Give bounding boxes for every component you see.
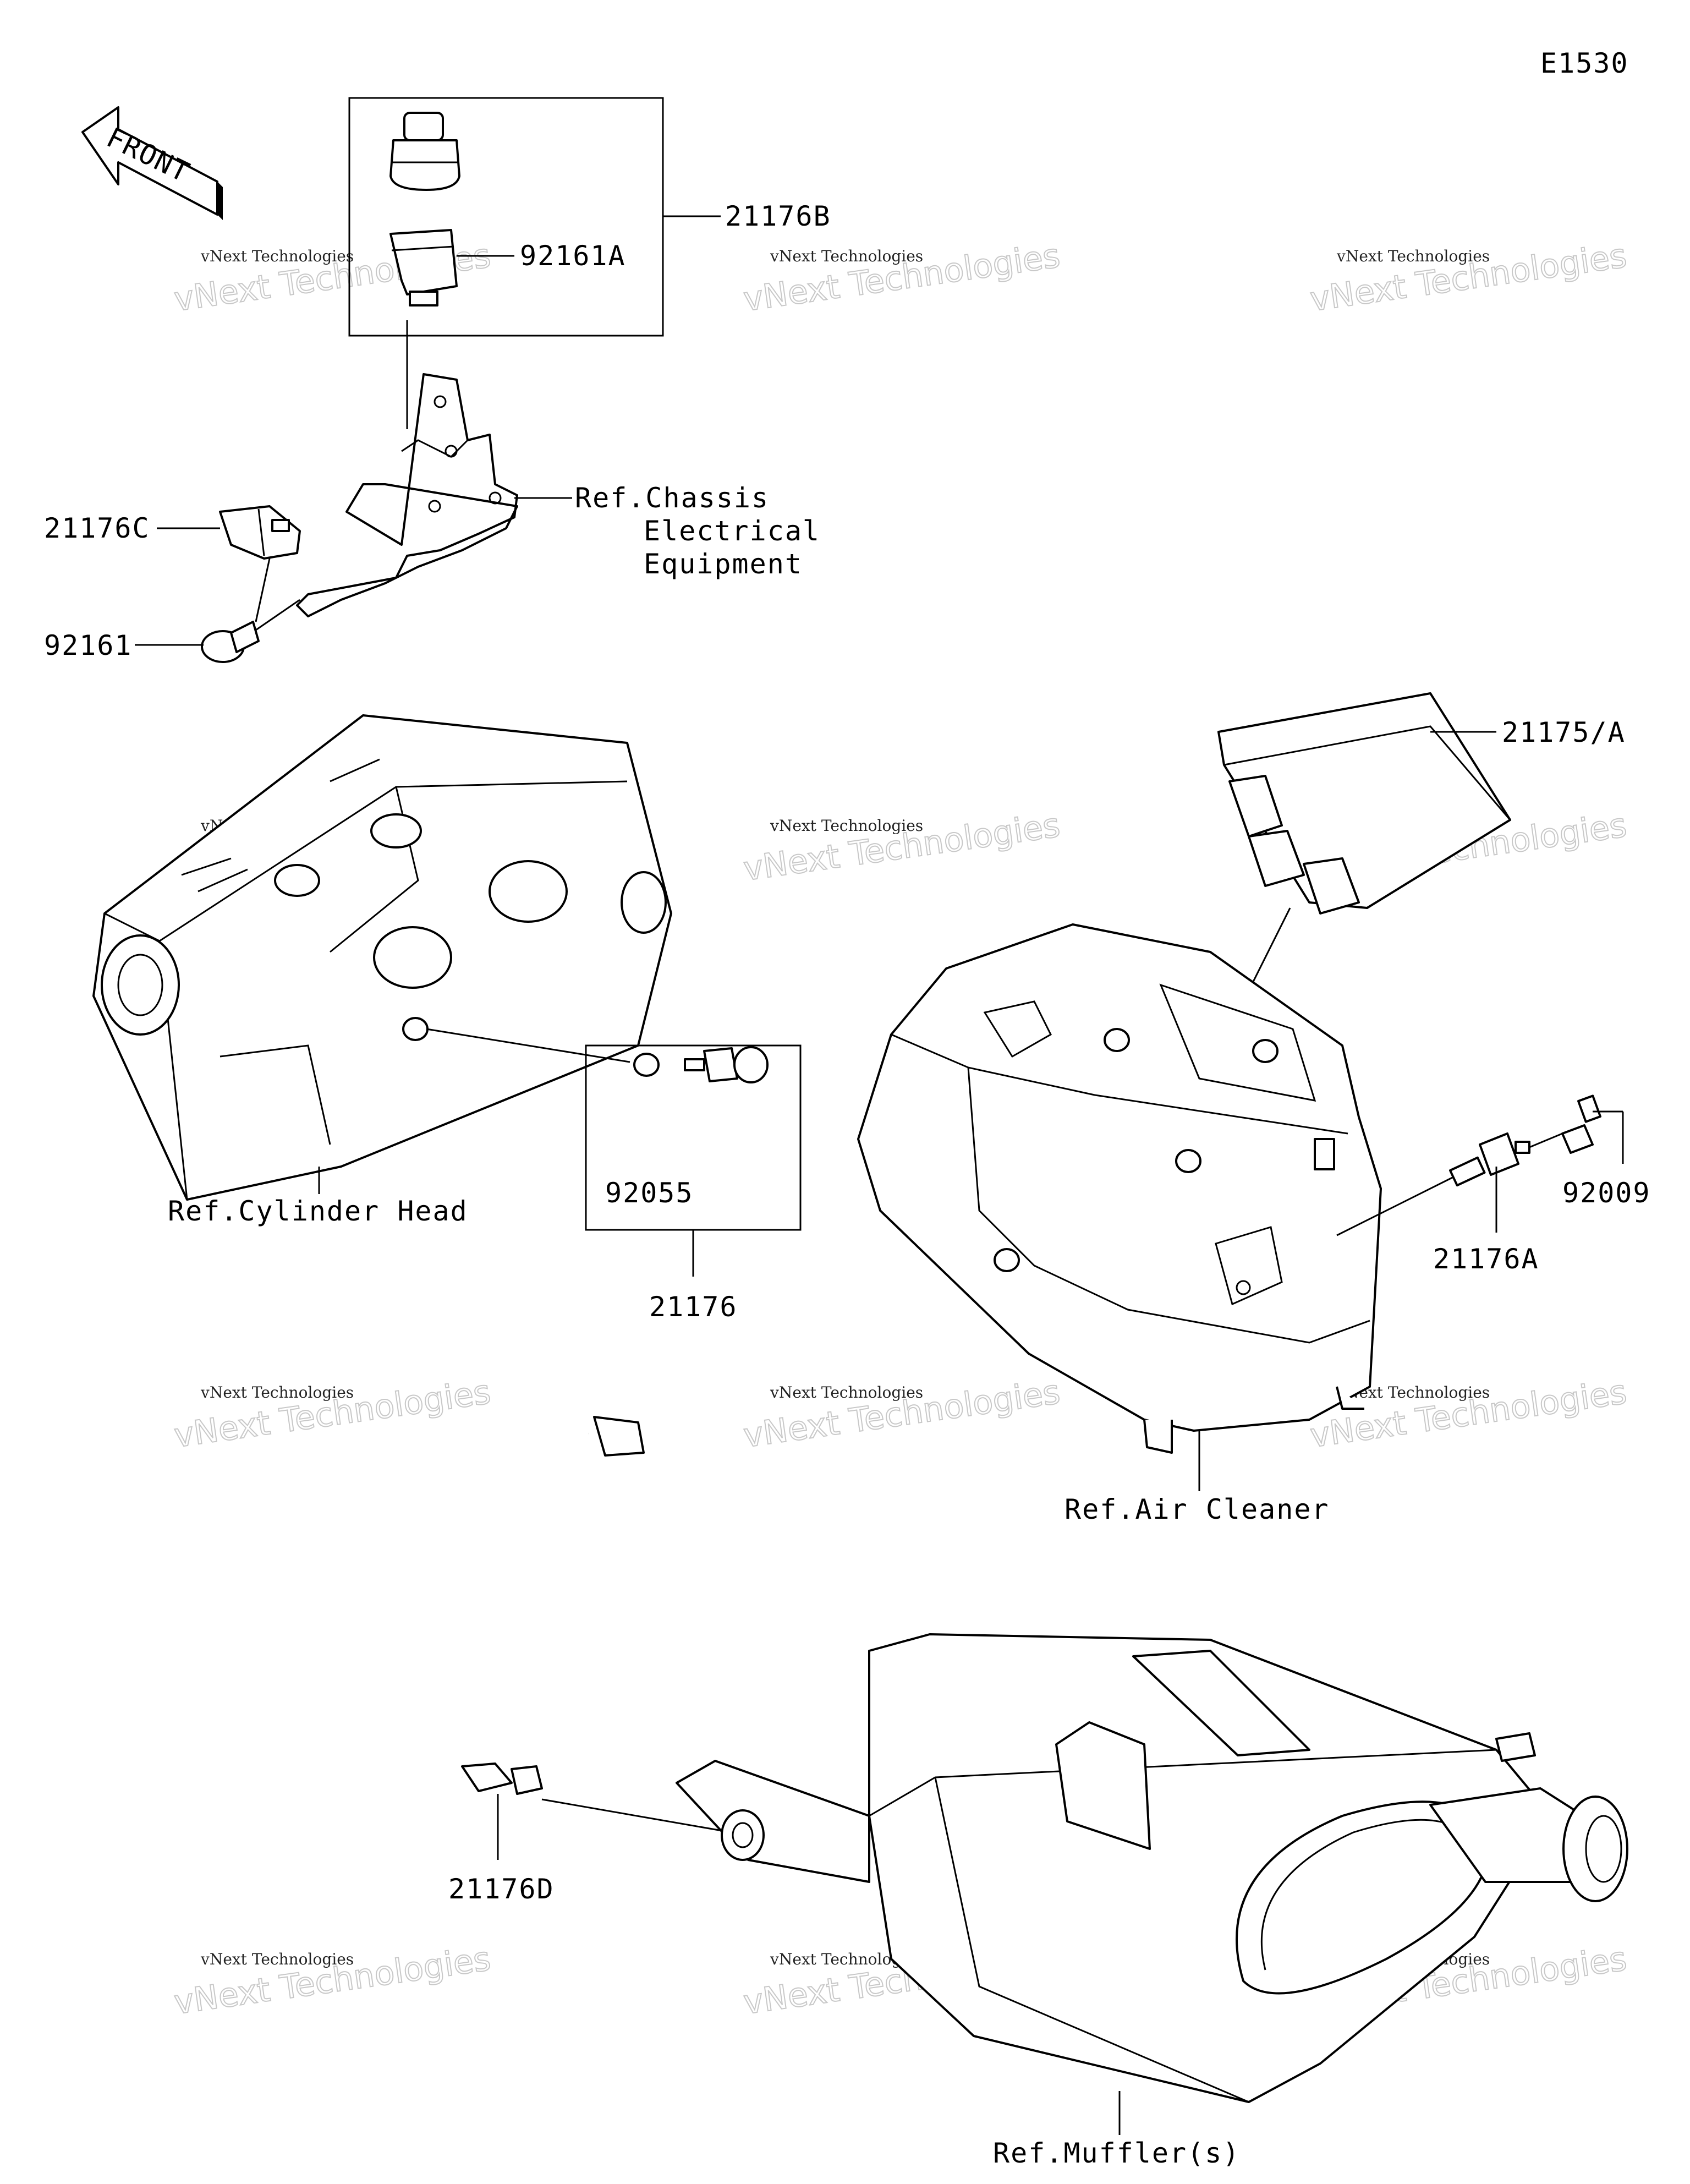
leader-21176A-to-cleaner <box>1336 1176 1453 1236</box>
label-21176A: 21176A <box>1433 1243 1539 1275</box>
washer-92055 <box>633 1053 660 1077</box>
label-21176C: 21176C <box>44 512 150 544</box>
label-ref-muffler: Ref.Muffler(s) <box>993 2137 1240 2169</box>
group-box-21176B <box>348 97 664 337</box>
sensor-21176C <box>219 505 301 560</box>
svg-text:vNext Technologies: vNext Technologies <box>770 247 923 265</box>
svg-text:vNext Technologies: vNext Technologies <box>770 1383 923 1402</box>
bolt-92009 <box>1561 1094 1601 1154</box>
relay-connector-21176B <box>389 112 460 191</box>
label-92055: 92055 <box>605 1177 694 1209</box>
diagram-code: E1530 <box>1540 47 1629 79</box>
label-92161A: 92161A <box>520 240 626 272</box>
temp-sensor-21176 <box>684 1046 769 1083</box>
leader-grommet-bracket <box>255 599 300 631</box>
label-21175A: 21175/A <box>1502 716 1626 748</box>
label-92009: 92009 <box>1562 1177 1651 1209</box>
cylinder-head <box>92 714 672 1201</box>
label-ref-chassis-2: Electrical <box>644 515 820 547</box>
o2-sensor-21176D <box>437 1407 645 1795</box>
label-21176D: 21176D <box>448 1873 555 1905</box>
front-arrow-icon: FRONT <box>81 106 223 220</box>
svg-text:vNext Technologies: vNext Technologies <box>1336 247 1490 265</box>
label-ref-cylinder-head: Ref.Cylinder Head <box>168 1195 468 1227</box>
label-ref-chassis-3: Equipment <box>644 548 803 580</box>
label-ref-air-cleaner: Ref.Air Cleaner <box>1065 1493 1330 1525</box>
bracket <box>296 373 518 617</box>
leader-o2-to-muffler <box>541 1798 732 1833</box>
label-ref-chassis-1: Ref.Chassis <box>575 482 769 514</box>
svg-text:vNext Technologies: vNext Technologies <box>770 817 923 835</box>
muffler <box>676 1633 1628 2103</box>
svg-text:vNext Technologies: vNext Technologies <box>200 247 354 265</box>
leader-bolt <box>1529 1132 1563 1148</box>
grommet-92161 <box>201 621 260 663</box>
label-21176B: 21176B <box>725 200 831 232</box>
label-21176: 21176 <box>649 1291 738 1323</box>
socket-92161A <box>389 229 458 306</box>
svg-text:vNext Technologies: vNext Technologies <box>200 1950 354 1968</box>
svg-text:vNext Technologies: vNext Technologies <box>200 1383 354 1402</box>
air-cleaner <box>857 923 1382 1454</box>
ecu-21175A <box>1217 692 1511 915</box>
leader-21176C-to-92161 <box>255 558 271 622</box>
label-92161: 92161 <box>44 630 133 661</box>
sensor-21176A <box>1449 1132 1530 1187</box>
leader-sensor-to-head <box>426 1028 630 1063</box>
